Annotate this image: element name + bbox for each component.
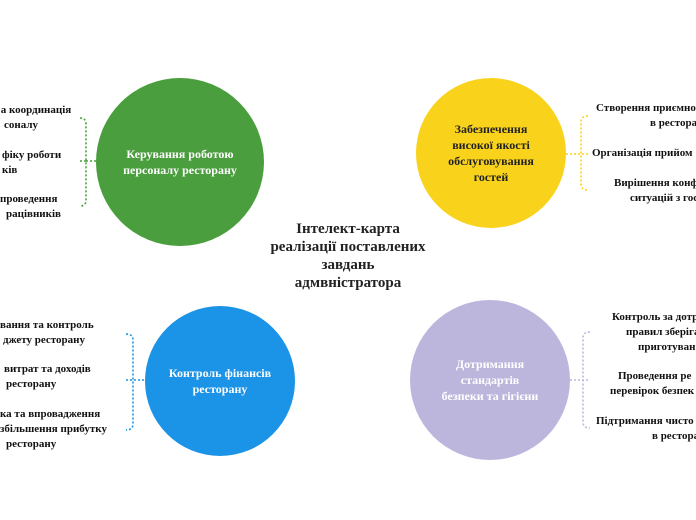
quality-connector: [566, 115, 589, 191]
finance-control-node[interactable]: Контроль фінансів ресторану: [145, 306, 295, 456]
finance-subtopic-3[interactable]: ка та впровадження збільшення прибутку р…: [0, 407, 120, 452]
subtopic-line: ситуацій з гос: [630, 192, 696, 204]
staff-subtopic-2[interactable]: фіку роботи ків: [0, 148, 64, 178]
finance-subtopic-1[interactable]: вання та контроль джету ресторану: [0, 318, 120, 348]
subtopic-line: ків: [2, 164, 18, 176]
subtopic-line: в ресторан: [650, 117, 696, 129]
safety-subtopic-1[interactable]: Контроль за дотр правил зберіга приготув…: [596, 310, 696, 355]
finance-subtopic-2[interactable]: витрат та доходів ресторану: [0, 362, 120, 392]
node-label: обслуговування: [448, 154, 534, 168]
subtopic-line: соналу: [4, 119, 38, 131]
node-label: Керування роботою: [126, 147, 234, 161]
subtopic-line: вання та контроль: [0, 319, 94, 331]
subtopic-line: правил зберіга: [626, 326, 696, 338]
subtopic-line: перевірок безпек: [610, 385, 695, 397]
staff-management-node[interactable]: Керування роботою персоналу ресторану: [96, 78, 264, 246]
subtopic-line: рацівників: [6, 208, 61, 220]
safety-subtopic-2[interactable]: Проведення ре перевірок безпек: [596, 369, 696, 399]
subtopic-line: витрат та доходів: [4, 363, 91, 375]
node-label: персоналу ресторану: [123, 163, 237, 177]
subtopic-line: проведення: [0, 193, 58, 205]
staff-subtopic-1[interactable]: а координація соналу: [0, 103, 72, 133]
safety-connector: [570, 331, 591, 429]
node-label: Забезпечення: [454, 122, 528, 136]
node-label: гостей: [473, 170, 509, 184]
node-label: стандартів: [460, 373, 520, 387]
quality-subtopic-1[interactable]: Створення приємно в ресторан: [592, 101, 696, 131]
central-topic[interactable]: Інтелект-карта реалізації поставлених за…: [250, 220, 446, 292]
subtopic-line: збільшення прибутку: [0, 423, 107, 435]
central-topic-line: адмвністратора: [294, 275, 402, 291]
node-label: ресторану: [192, 382, 248, 396]
subtopic-line: Організація прийом: [592, 147, 693, 159]
finance-connector: [125, 333, 145, 431]
central-topic-line: Інтелект-карта: [296, 221, 400, 237]
staff-connector: [79, 117, 96, 207]
subtopic-line: в рестора: [652, 430, 696, 442]
subtopic-line: Підтримання чисто: [596, 415, 694, 427]
central-topic-line: завдань: [321, 257, 375, 273]
central-topic-line: реалізації поставлених: [270, 239, 426, 255]
subtopic-line: а координація: [0, 104, 72, 116]
safety-hygiene-node[interactable]: Дотримання стандартів безпеки та гігієни: [410, 300, 570, 460]
staff-subtopic-3[interactable]: проведення рацівників: [0, 192, 64, 222]
subtopic-line: ресторану: [6, 378, 57, 390]
node-label: безпеки та гігієни: [441, 389, 539, 403]
quality-subtopic-2[interactable]: Організація прийом: [592, 146, 696, 161]
quality-subtopic-3[interactable]: Вирішення конф ситуацій з гос: [600, 176, 696, 206]
node-label: високої якості: [452, 138, 530, 152]
safety-subtopic-3[interactable]: Підтримання чисто в рестора: [594, 414, 696, 444]
subtopic-line: джету ресторану: [3, 334, 86, 346]
subtopic-line: ресторану: [6, 438, 57, 450]
subtopic-line: Створення приємно: [596, 102, 696, 114]
node-label: Дотримання: [455, 357, 525, 371]
subtopic-line: Вирішення конф: [614, 177, 696, 189]
subtopic-line: Контроль за дотр: [612, 311, 696, 323]
subtopic-line: фіку роботи: [2, 149, 62, 161]
node-label: Контроль фінансів: [168, 366, 272, 380]
subtopic-line: Проведення ре: [618, 370, 692, 382]
subtopic-line: приготуван: [638, 341, 696, 353]
subtopic-line: ка та впровадження: [0, 408, 101, 420]
service-quality-node[interactable]: Забезпечення високої якості обслуговуван…: [416, 78, 566, 228]
